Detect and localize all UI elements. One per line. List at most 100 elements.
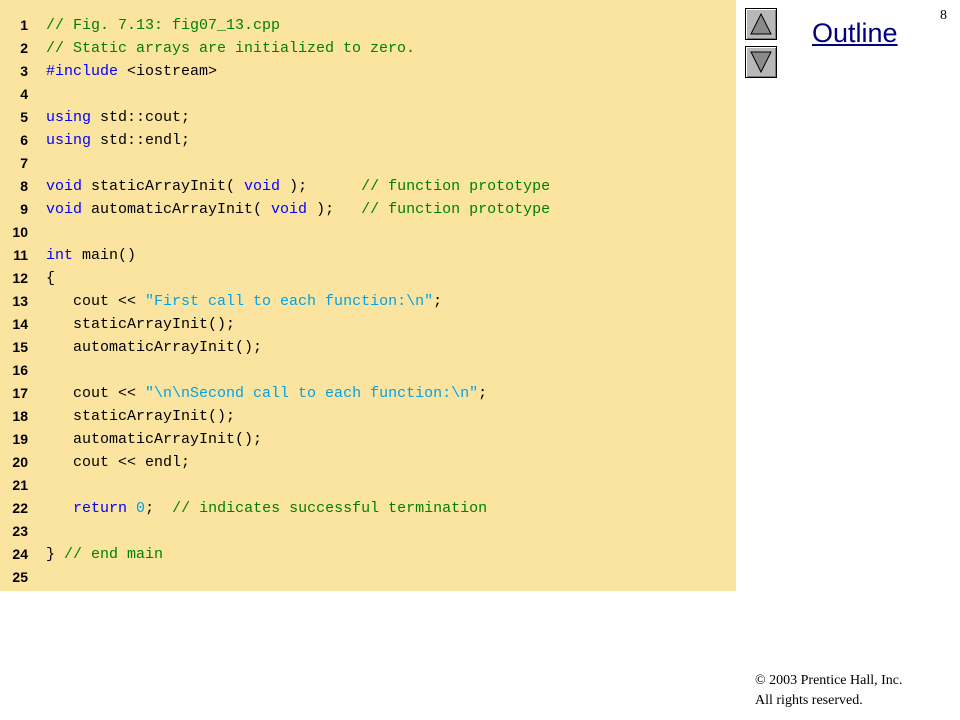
outline-link[interactable]: Outline xyxy=(812,18,898,48)
line-number: 22 xyxy=(12,500,28,516)
line-number: 12 xyxy=(12,270,28,286)
line-code: // Fig. 7.13: fig07_13.cpp xyxy=(46,14,280,37)
code-listing-panel: 1 // Fig. 7.13: fig07_13.cpp 2 // Static ar… xyxy=(0,0,736,591)
code-token-keyword: #include xyxy=(46,63,119,80)
code-token-plain: main() xyxy=(73,247,137,264)
line-number: 5 xyxy=(20,109,28,125)
code-token-comment: // Fig. 7.13: fig07_13.cpp xyxy=(46,17,281,34)
code-line: 23 xyxy=(0,520,736,543)
line-number: 21 xyxy=(12,477,28,493)
line-number: 25 xyxy=(12,569,28,585)
code-token-plain xyxy=(46,500,73,517)
line-code: automaticArrayInit(); xyxy=(46,428,262,451)
code-line: 6 using std::endl; xyxy=(0,129,736,152)
code-line: 25 xyxy=(0,566,736,589)
line-number: 10 xyxy=(12,224,28,240)
code-line: 17 cout << "\n\nSecond call to each func… xyxy=(0,382,736,405)
copyright-notice: © 2003 Prentice Hall, Inc. All rights re… xyxy=(755,671,903,711)
line-number: 6 xyxy=(20,132,28,148)
code-token-plain: ; xyxy=(145,500,173,517)
nav-up-button[interactable] xyxy=(745,8,777,40)
line-number: 2 xyxy=(20,40,28,56)
line-number: 8 xyxy=(20,178,28,194)
code-token-comment: // function prototype xyxy=(361,178,551,195)
code-line: 16 xyxy=(0,359,736,382)
line-code: void staticArrayInit( void ); // functio… xyxy=(46,175,550,198)
line-number: 24 xyxy=(12,546,28,562)
line-code: automaticArrayInit(); xyxy=(46,336,262,359)
code-line: 22 return 0; // indicates successful ter… xyxy=(0,497,736,520)
code-token-string: "First call to each function:\n" xyxy=(145,293,434,310)
line-code: cout << endl; xyxy=(46,451,190,474)
code-token-keyword: using xyxy=(46,132,92,149)
code-line: 13 cout << "First call to each function:… xyxy=(0,290,736,313)
triangle-up-icon xyxy=(750,12,772,35)
triangle-down-icon xyxy=(750,51,772,74)
code-token-keyword: int xyxy=(46,247,74,264)
code-token-plain: } xyxy=(46,546,65,563)
code-token-plain: std::cout; xyxy=(91,109,191,126)
line-number: 17 xyxy=(12,385,28,401)
line-code: cout << "\n\nSecond call to each functio… xyxy=(46,382,487,405)
code-line: 2 // Static arrays are initialized to zer… xyxy=(0,37,736,60)
rights-line: All rights reserved. xyxy=(755,693,863,708)
line-number: 11 xyxy=(13,247,28,263)
code-token-comment: // indicates successful termination xyxy=(172,500,488,517)
nav-down-button[interactable] xyxy=(745,46,777,78)
code-line: 7 xyxy=(0,152,736,175)
code-line: 14 staticArrayInit(); xyxy=(0,313,736,336)
code-line: 11 int main() xyxy=(0,244,736,267)
line-number: 13 xyxy=(12,293,28,309)
line-number: 14 xyxy=(12,316,28,332)
code-token-keyword: using xyxy=(46,109,92,126)
line-number: 20 xyxy=(12,454,28,470)
line-code: return 0; // indicates successful termin… xyxy=(46,497,487,520)
line-number: 1 xyxy=(20,17,28,33)
code-token-plain: staticArrayInit( xyxy=(82,178,245,195)
line-code: } // end main xyxy=(46,543,163,566)
code-token-keyword: void xyxy=(271,201,308,218)
code-token-keyword: void xyxy=(244,178,281,195)
line-code: cout << "First call to each function:\n"… xyxy=(46,290,442,313)
code-token-plain: cout << xyxy=(46,385,146,402)
code-line: 3 #include <iostream> xyxy=(0,60,736,83)
code-token-string: 0 xyxy=(136,500,146,517)
copyright-line: © 2003 Prentice Hall, Inc. xyxy=(755,673,903,688)
line-code: staticArrayInit(); xyxy=(46,313,235,336)
code-token-plain xyxy=(127,500,136,517)
code-token-plain: ); xyxy=(280,178,362,195)
code-token-plain: cout << xyxy=(46,293,146,310)
code-line: 15 automaticArrayInit(); xyxy=(0,336,736,359)
code-line: 9 void automaticArrayInit( void ); // fun… xyxy=(0,198,736,221)
line-code: #include <iostream> xyxy=(46,60,217,83)
code-line: 1 // Fig. 7.13: fig07_13.cpp xyxy=(0,14,736,37)
code-line: 10 xyxy=(0,221,736,244)
line-number: 3 xyxy=(20,63,28,79)
code-line: 19 automaticArrayInit(); xyxy=(0,428,736,451)
code-line: 12 { xyxy=(0,267,736,290)
line-number: 9 xyxy=(20,201,28,217)
code-line: 4 xyxy=(0,83,736,106)
code-token-plain: ); xyxy=(307,201,362,218)
code-line: 20 cout << endl; xyxy=(0,451,736,474)
code-token-plain: <iostream> xyxy=(118,63,218,80)
line-code: staticArrayInit(); xyxy=(46,405,235,428)
page-number: 8 xyxy=(940,8,947,23)
line-number: 18 xyxy=(12,408,28,424)
line-code: int main() xyxy=(46,244,136,267)
line-code: using std::endl; xyxy=(46,129,190,152)
code-token-plain: ; xyxy=(433,293,443,310)
code-token-plain: std::endl; xyxy=(91,132,191,149)
code-token-comment: // function prototype xyxy=(361,201,551,218)
line-number: 16 xyxy=(12,362,28,378)
line-code: void automaticArrayInit( void ); // func… xyxy=(46,198,550,221)
line-number: 15 xyxy=(12,339,28,355)
code-token-plain: staticArrayInit(); xyxy=(46,408,236,425)
code-token-plain: cout << endl; xyxy=(46,454,191,471)
line-code: { xyxy=(46,267,55,290)
code-token-plain: automaticArrayInit(); xyxy=(46,431,263,448)
line-number: 4 xyxy=(20,86,28,102)
line-number: 19 xyxy=(12,431,28,447)
line-code: // Static arrays are initialized to zero… xyxy=(46,37,415,60)
code-token-plain: staticArrayInit(); xyxy=(46,316,236,333)
